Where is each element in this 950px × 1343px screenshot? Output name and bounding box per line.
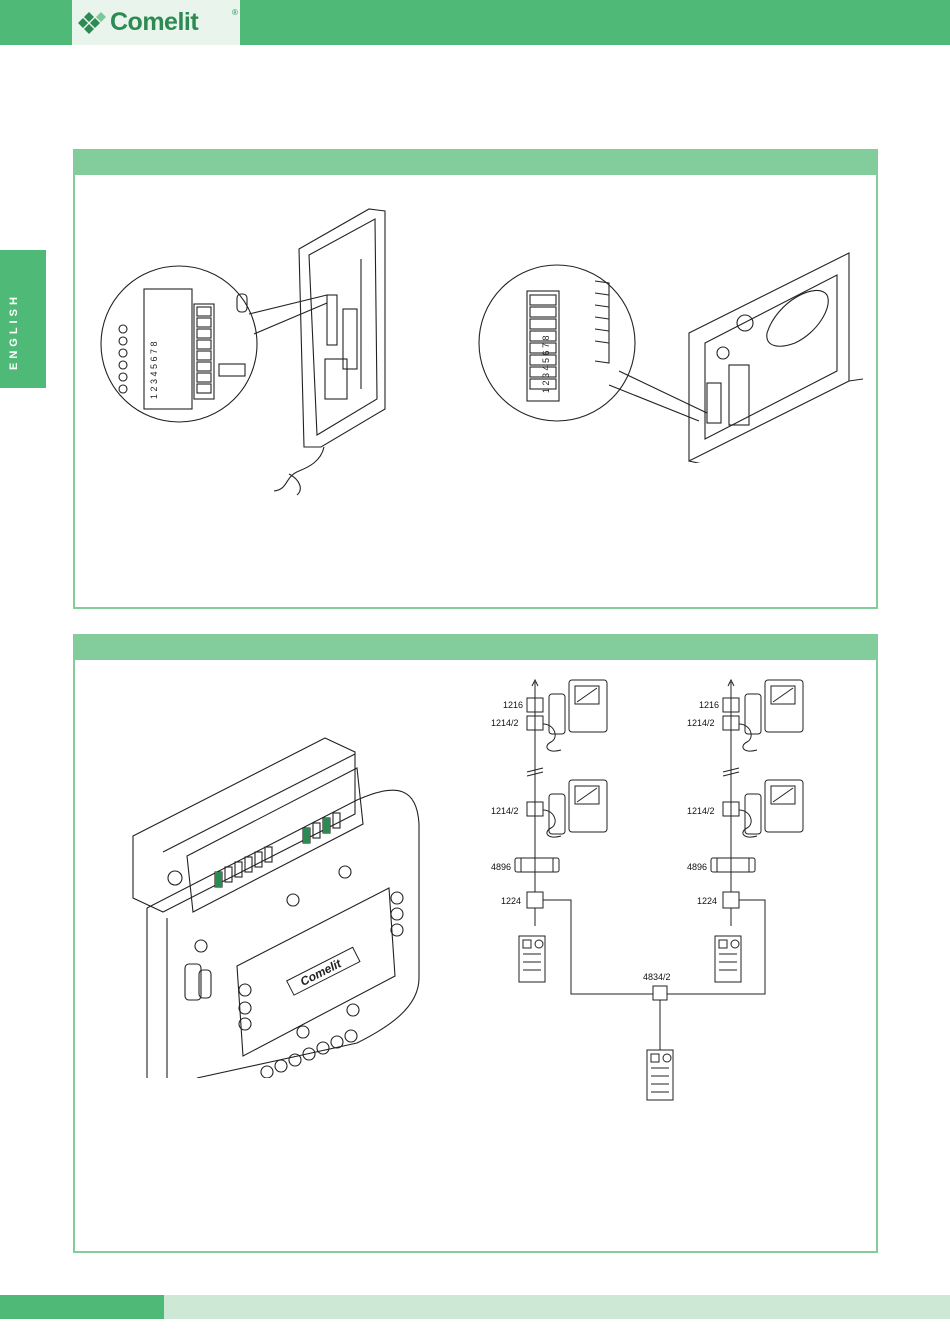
- label-1214-2-left-top: 1214/2: [491, 718, 519, 728]
- panel-dip-switch-figures: 1 2 3 4 5 6 7 8: [73, 149, 878, 609]
- label-4834-2: 4834/2: [643, 972, 671, 982]
- label-1214-2-right-top: 1214/2: [687, 718, 715, 728]
- brand-logo: Comelit ®: [72, 0, 240, 45]
- system-wiring-diagram: 1216 1214/2 1214/2 4896 1224 1216 1214/2…: [487, 676, 827, 1106]
- label-1216-left: 1216: [503, 700, 523, 710]
- label-4896-right: 4896: [687, 862, 707, 872]
- wiring-diagram-svg: 1216 1214/2 1214/2 4896 1224 1216 1214/2…: [487, 676, 827, 1106]
- panel-header: [75, 151, 876, 175]
- device-brand-label: Comelit: [298, 956, 344, 989]
- label-1214-2-left-mid: 1214/2: [491, 806, 519, 816]
- dip-digits-right: 1 2 3 4 5 6 7 8: [541, 335, 551, 393]
- label-1224-left: 1224: [501, 896, 521, 906]
- footer-bar-accent: [0, 1295, 164, 1319]
- panel-header: [75, 636, 876, 660]
- handset-dip-switch-figure: 1 2 3 4 5 6 7 8: [99, 199, 419, 499]
- language-tab: ENGLISH: [0, 250, 46, 388]
- label-1216-right: 1216: [699, 700, 719, 710]
- label-1224-right: 1224: [697, 896, 717, 906]
- brand-name: Comelit: [110, 8, 198, 37]
- monitor-bracket-dip-switch-illustration: 1 2 3 4 5 6 7 8: [477, 203, 867, 463]
- label-1214-2-right-mid: 1214/2: [687, 806, 715, 816]
- comelit-diamond-icon: [76, 12, 108, 34]
- switching-unit-illustration: Comelit: [127, 728, 427, 1078]
- language-label: ENGLISH: [8, 293, 20, 370]
- footer-bar-light: [164, 1295, 950, 1319]
- dip-digits-left: 1 2 3 4 5 6 7 8: [149, 341, 159, 399]
- registered-mark: ®: [232, 8, 238, 17]
- switching-unit-figure: Comelit: [127, 728, 427, 1078]
- panel-system-diagram: Comelit: [73, 634, 878, 1253]
- monitor-dip-switch-figure: 1 2 3 4 5 6 7 8: [477, 203, 867, 463]
- label-4896-left: 4896: [491, 862, 511, 872]
- handset-dip-switch-illustration: 1 2 3 4 5 6 7 8: [99, 199, 419, 499]
